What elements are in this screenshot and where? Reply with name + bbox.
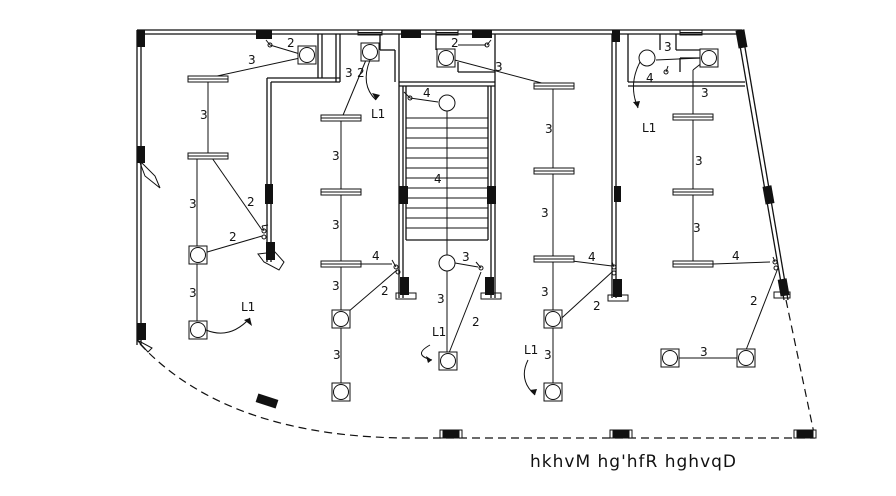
wire-count-labels: 2 3 3 3 2 2 3 3 2 3 3 4 3 2 3 4 4 3 3 2 …: [189, 36, 758, 362]
switch: [261, 224, 269, 234]
wiring: [196, 44, 779, 384]
column-bases: [395, 291, 791, 302]
wire-label: 3: [541, 206, 549, 220]
wire-label: 2: [593, 299, 601, 313]
light-fixture: [543, 382, 563, 402]
wire-label: 3: [345, 66, 353, 80]
light-fixture: [736, 348, 756, 368]
ceiling-lights: [188, 42, 756, 402]
fluorescent-fixture: [672, 113, 714, 121]
wire-label: 4: [646, 71, 654, 85]
fluorescent-fixture: [187, 75, 229, 83]
switches: [261, 39, 779, 276]
lamp-label: L1: [524, 343, 538, 357]
fluorescent-fixture: [320, 260, 362, 268]
wire-label: 3: [333, 348, 341, 362]
wire-label: 3: [664, 40, 672, 54]
switch: [663, 65, 669, 75]
stair-lights: [438, 49, 656, 272]
switch: [611, 270, 617, 276]
wire-label: 3: [332, 218, 340, 232]
wire-label: 3: [541, 285, 549, 299]
columns: [137, 29, 790, 340]
lamp-label: L1: [371, 107, 385, 121]
doors: [136, 159, 285, 353]
wire-label: 2: [381, 284, 389, 298]
fluorescent-fixture: [672, 188, 714, 196]
light-fixture: [438, 94, 456, 112]
wire-label: 3: [332, 279, 340, 293]
switch: [261, 234, 267, 240]
wire-label: 4: [588, 250, 596, 264]
light-fixture: [543, 309, 563, 329]
fluorescent-fixtures: [187, 75, 714, 268]
switch: [391, 259, 399, 270]
wire-label: 2: [451, 36, 459, 50]
wire-label: 3: [495, 60, 503, 74]
wire-label: 3: [462, 250, 470, 264]
facade-columns: [255, 393, 817, 439]
fluorescent-fixture: [187, 152, 229, 160]
wire-label: 2: [357, 66, 365, 80]
wire-label: 3: [700, 345, 708, 359]
light-fixture: [188, 245, 208, 265]
wire-label: 2: [750, 294, 758, 308]
wire-label: 2: [247, 195, 255, 209]
windows: [357, 29, 703, 36]
wire-label: 3: [332, 149, 340, 163]
light-fixture: [638, 49, 656, 67]
fluorescent-fixture: [533, 167, 575, 175]
wire-label: 3: [545, 122, 553, 136]
wire-label: 4: [434, 172, 442, 186]
fluorescent-fixture: [320, 114, 362, 122]
light-fixture: [436, 48, 456, 68]
light-fixture: [297, 45, 317, 65]
wire-label: 3: [200, 108, 208, 122]
drawing-title: hkhvM hg'hfR hghvqD: [530, 452, 738, 472]
wire-label: 3: [693, 221, 701, 235]
switch: [265, 39, 273, 48]
wire-label: 3: [189, 197, 197, 211]
light-fixture: [438, 254, 456, 272]
lamp-label: L1: [241, 300, 255, 314]
fluorescent-fixture: [533, 82, 575, 90]
light-fixture: [331, 382, 351, 402]
wire-label: 3: [248, 53, 256, 67]
light-fixture: [188, 320, 208, 340]
wire-label: 4: [423, 86, 431, 100]
switch: [611, 261, 617, 270]
lamp-label: L1: [642, 121, 656, 135]
light-fixture: [360, 42, 380, 62]
switch: [395, 269, 401, 275]
switch: [772, 256, 778, 265]
fluorescent-fixture: [533, 255, 575, 263]
wire-label: 2: [229, 230, 237, 244]
walls: [136, 29, 789, 345]
fluorescent-fixture: [320, 188, 362, 196]
wire-label: 3: [695, 154, 703, 168]
wire-label: 4: [732, 249, 740, 263]
switch: [773, 265, 779, 271]
wire-label: 3: [701, 86, 709, 100]
light-fixture: [699, 48, 719, 68]
lamp-label: L1: [432, 325, 446, 339]
switch: [484, 39, 492, 48]
wire-label: 3: [544, 348, 552, 362]
wire-label: 2: [287, 36, 295, 50]
light-fixture: [331, 309, 351, 329]
wire-label: 2: [472, 315, 480, 329]
arrow-heads: [244, 93, 640, 395]
lamp-labels: L1 L1 L1 L1 L1: [241, 107, 656, 357]
fluorescent-fixture: [672, 260, 714, 268]
switch: [403, 91, 413, 101]
light-fixture: [660, 348, 680, 368]
light-fixture: [438, 351, 458, 371]
wire-label: 3: [189, 286, 197, 300]
wire-label: 4: [372, 249, 380, 263]
wire-label: 3: [437, 292, 445, 306]
switch: [475, 261, 484, 271]
